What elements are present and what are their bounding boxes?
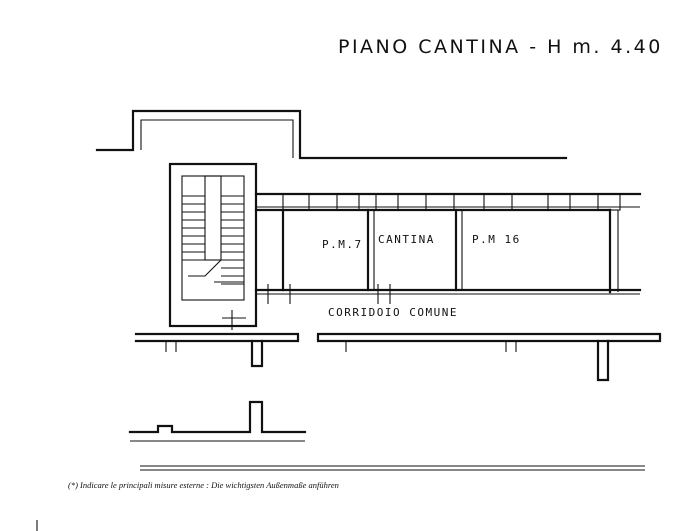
corridor-label: CORRIDOIO COMUNE [328,306,458,319]
room-label-pm7: P.M.7 [322,238,363,251]
footnote: (*) Indicare le principali misure estern… [68,480,339,490]
cellar-walls [254,192,642,304]
top-bay-walls [95,109,568,160]
plan-title: PIANO CANTINA - H m. 4.40 [338,36,663,58]
stairwell [168,162,258,330]
corridor-walls [134,332,662,382]
room-label-pm16: P.M 16 [472,233,521,246]
lower-walls [128,400,645,471]
room-label-cantina: CANTINA [378,233,435,246]
